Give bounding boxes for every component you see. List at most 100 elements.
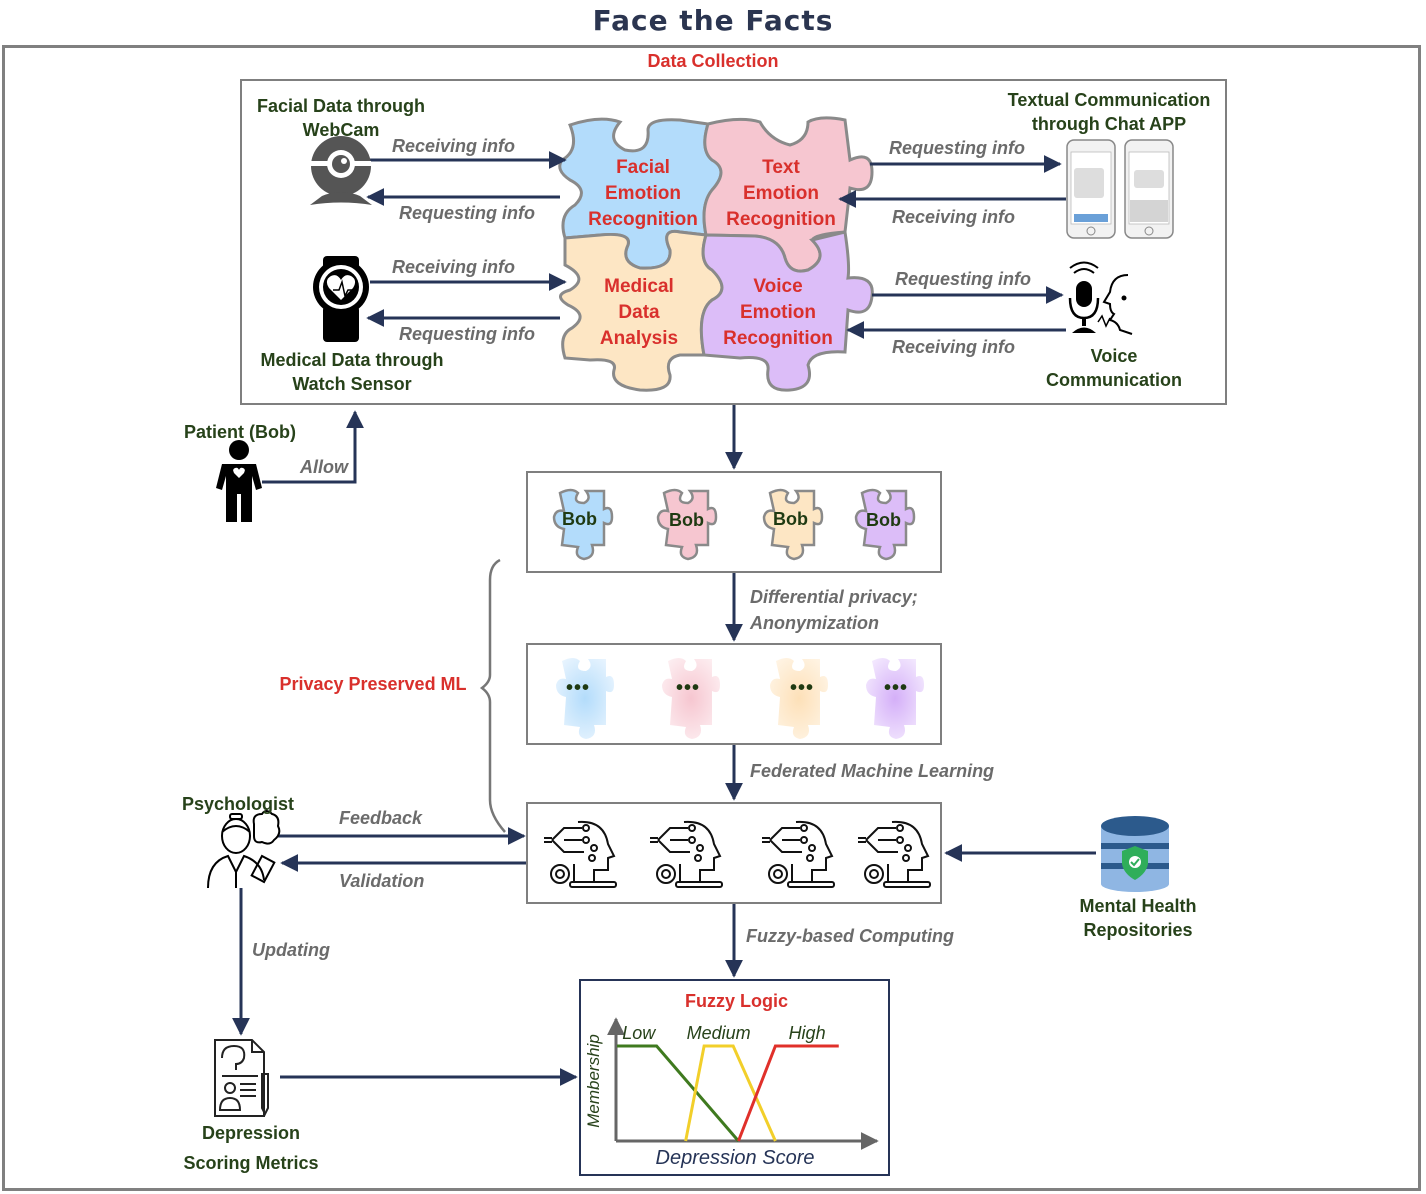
- fuzzy-ylabel: Membership: [584, 1034, 603, 1128]
- identified-label-2: Bob: [669, 510, 704, 530]
- fuzzy-logic-box: Fuzzy Logic Low Medium High Membership Dep…: [579, 979, 890, 1176]
- privacy-bracket: [479, 558, 506, 833]
- patient-icon: [216, 440, 262, 522]
- ai-head-gear-icon: [858, 820, 931, 888]
- voice-label: Voice Communication: [1030, 344, 1198, 392]
- fuzzy-label-high: High: [789, 1023, 826, 1043]
- anonymized-pieces: [556, 658, 924, 739]
- watch-requesting-label: Requesting info: [399, 324, 535, 344]
- puzzle-voice-label: Voice Emotion Recognition: [713, 274, 843, 352]
- puzzle-medical-line3: Analysis: [599, 328, 679, 349]
- repositories-label: Mental Health Repositories: [1060, 894, 1216, 942]
- patient-label: Patient (Bob): [184, 422, 296, 442]
- identified-data-box: Bob Bob Bob Bob: [526, 471, 942, 573]
- scoring-line2: Scoring Metrics: [183, 1153, 319, 1173]
- webcam-label-line2: WebCam: [302, 120, 380, 140]
- voice-label-line2: Communication: [1045, 370, 1182, 390]
- voice-label-line1: Voice: [1090, 346, 1138, 366]
- anonymized-piece-peach: [770, 658, 828, 739]
- fuzzy-label-low: Low: [622, 1023, 656, 1043]
- puzzle-facial-label: Facial Emotion Recognition: [578, 155, 708, 233]
- puzzle-text-label: Text Emotion Recognition: [716, 155, 846, 233]
- ml-models-box: [526, 802, 942, 904]
- anonymized-piece-purple: [866, 658, 924, 739]
- arrow-patient-allow: [262, 410, 364, 484]
- fuzzy-chart-title: Fuzzy Logic: [685, 991, 788, 1011]
- ai-head-gear-icon: [544, 820, 617, 888]
- watch-label-line2: Watch Sensor: [292, 374, 412, 394]
- webcam-label: Facial Data through WebCam: [236, 94, 446, 142]
- identified-label-3: Bob: [773, 509, 808, 529]
- ai-head-gear-icon: [762, 820, 835, 888]
- privacy-preserved-ml-label: Privacy Preserved ML: [279, 674, 467, 694]
- data-collection-heading: Data Collection: [647, 51, 779, 71]
- privacy-step-line2: Anonymization: [750, 613, 879, 633]
- psychologist-icon: [207, 810, 281, 889]
- puzzle-medical-line2: Data: [618, 302, 660, 323]
- privacy-step-label: Differential privacy; Anonymization: [750, 584, 918, 636]
- allow-label: Allow: [300, 457, 348, 477]
- voice-receiving-label: Receiving info: [892, 337, 1016, 357]
- fuzzy-chart: Low Medium High Membership Depression Scor…: [584, 1017, 879, 1169]
- scoring-label: Depression Scoring Metrics: [168, 1118, 334, 1178]
- puzzle-medical: [559, 229, 724, 392]
- fuzzy-series-low: [617, 1044, 740, 1142]
- identified-piece-pink: [656, 488, 718, 561]
- scoring-line1: Depression: [201, 1123, 301, 1143]
- webcam-label-line1: Facial Data through: [256, 96, 426, 116]
- chat-label-line2: through Chat APP: [1031, 114, 1187, 134]
- identified-piece-purple: [854, 488, 916, 561]
- puzzle-voice-line3: Recognition: [723, 328, 833, 349]
- webcam-receiving-label: Receiving info: [392, 136, 516, 156]
- anonymized-piece-blue: [556, 658, 614, 739]
- puzzle-text-line2: Emotion: [743, 183, 819, 204]
- identified-label-1: Bob: [562, 509, 597, 529]
- watch-label: Medical Data through Watch Sensor: [236, 348, 468, 396]
- identified-label-4: Bob: [866, 510, 901, 530]
- watch-receiving-label: Receiving info: [392, 257, 516, 277]
- fuzzy-series-medium: [684, 1044, 777, 1142]
- fuzzy-series-high: [737, 1044, 839, 1142]
- chat-receiving-label: Receiving info: [892, 207, 1016, 227]
- puzzle-text-line3: Recognition: [726, 209, 836, 230]
- updating-label: Updating: [252, 940, 330, 960]
- ai-head-gear-icon: [650, 820, 723, 888]
- puzzle-voice-line2: Emotion: [740, 302, 816, 323]
- chat-label-line1: Textual Communication: [1007, 90, 1211, 110]
- repositories-line1: Mental Health: [1079, 896, 1197, 916]
- anonymized-label-4: •••: [884, 677, 909, 699]
- federated-step-label: Federated Machine Learning: [750, 761, 995, 781]
- validation-label: Validation: [339, 871, 425, 891]
- voice-requesting-label: Requesting info: [895, 269, 1031, 289]
- anonymized-label-1: •••: [566, 677, 591, 699]
- puzzle-facial-line3: Recognition: [588, 209, 698, 230]
- outer-frame: [2, 45, 1421, 1191]
- repositories-line2: Repositories: [1083, 920, 1193, 940]
- fuzzy-xlabel: Depression Score: [656, 1147, 815, 1169]
- puzzle-voice: [699, 230, 874, 392]
- puzzle-medical-line1: Medical: [604, 276, 674, 297]
- anonymized-data-box: ••• ••• ••• •••: [526, 643, 942, 745]
- smartwatch-heart-icon: [313, 256, 369, 342]
- puzzle-text-line1: Text: [762, 157, 800, 178]
- fuzzy-step-label: Fuzzy-based Computing: [746, 926, 954, 946]
- fuzzy-label-medium: Medium: [687, 1023, 751, 1043]
- ml-model-icons: [544, 820, 931, 888]
- database-shield-icon: [1101, 816, 1169, 892]
- smartphone-chat-icon: [1066, 139, 1174, 239]
- webcam-requesting-label: Requesting info: [399, 203, 535, 223]
- puzzle-voice-line1: Voice: [753, 276, 803, 297]
- webcam-icon: [310, 136, 372, 205]
- feedback-label: Feedback: [339, 808, 423, 828]
- psychologist-label: Psychologist: [181, 794, 295, 814]
- anonymized-piece-pink: [662, 658, 720, 739]
- chat-label: Textual Communication through Chat APP: [994, 88, 1224, 136]
- identified-piece-blue: [552, 488, 614, 561]
- puzzle-facial-line2: Emotion: [605, 183, 681, 204]
- scoring-document-icon: [214, 1039, 269, 1117]
- diagram-title: Face the Facts: [592, 4, 834, 37]
- identified-pieces: [552, 488, 916, 561]
- privacy-step-line1: Differential privacy;: [750, 587, 918, 607]
- anonymized-label-2: •••: [676, 677, 701, 699]
